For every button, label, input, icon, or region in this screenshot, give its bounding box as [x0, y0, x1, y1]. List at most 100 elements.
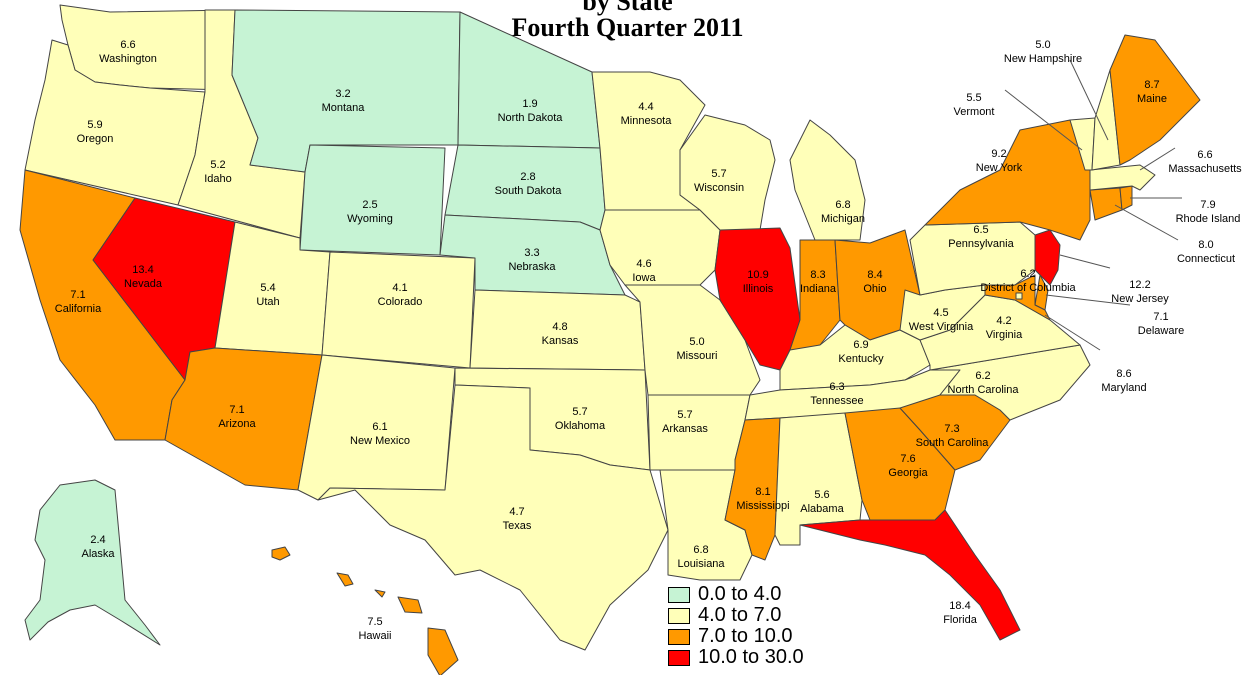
state-name-florida: Florida	[943, 614, 978, 626]
state-name-michigan: Michigan	[821, 213, 865, 225]
state-shape-missouri[interactable]	[624, 284, 761, 396]
legend-swatch	[668, 628, 690, 645]
state-name-hawaii: Hawaii	[358, 630, 391, 642]
state-name-tennessee: Tennessee	[810, 395, 863, 407]
state-name-indiana: Indiana	[800, 283, 837, 295]
state-shape-iowa[interactable]	[599, 209, 721, 286]
leader-line-new-hampshire	[1069, 59, 1109, 141]
legend-item: 7.0 to 10.0	[668, 625, 804, 647]
state-value-delaware: 7.1	[1153, 311, 1168, 323]
state-name-west-virginia: West Virginia	[909, 321, 974, 333]
state-value-new-hampshire: 5.0	[1035, 39, 1050, 51]
state-shape-connecticut[interactable]	[1089, 187, 1123, 221]
state-shape-new-jersey[interactable]	[1034, 229, 1061, 286]
state-value-louisiana: 6.8	[693, 544, 708, 556]
legend-item: 0.0 to 4.0	[668, 583, 804, 605]
leader-line-vermont	[1004, 89, 1083, 151]
state-value-district-of-columbia: 6.2	[1020, 268, 1035, 280]
state-shape-texas[interactable]	[317, 384, 669, 651]
state-shape-new-york[interactable]	[924, 119, 1091, 241]
state-value-minnesota: 4.4	[638, 101, 653, 113]
state-shape-alaska[interactable]	[24, 479, 161, 646]
state-name-pennsylvania: Pennsylvania	[948, 238, 1014, 250]
state-shape-florida[interactable]	[799, 509, 1021, 641]
state-shape-wyoming[interactable]	[299, 144, 446, 256]
state-shapes	[19, 4, 1201, 675]
state-name-maryland: Maryland	[1101, 382, 1146, 394]
state-value-west-virginia: 4.5	[933, 307, 948, 319]
state-name-alabama: Alabama	[800, 503, 844, 515]
state-name-south-dakota: South Dakota	[495, 185, 563, 197]
state-name-north-dakota: North Dakota	[498, 112, 564, 124]
state-shape-wisconsin[interactable]	[679, 114, 776, 231]
legend-swatch	[668, 607, 690, 624]
legend-label: 7.0 to 10.0	[698, 625, 793, 647]
state-shape-indiana[interactable]	[789, 239, 841, 351]
state-shape-district-of-columbia[interactable]	[1015, 292, 1023, 300]
state-value-new-jersey: 12.2	[1129, 279, 1150, 291]
state-name-montana: Montana	[322, 102, 366, 114]
state-name-nevada: Nevada	[124, 278, 163, 290]
state-value-illinois: 10.9	[747, 269, 768, 281]
legend-item: 4.0 to 7.0	[668, 604, 804, 626]
state-shape-michigan[interactable]	[789, 119, 866, 241]
state-name-mississippi: Mississippi	[736, 500, 789, 512]
state-value-washington: 6.6	[120, 39, 135, 51]
state-shape-north-dakota[interactable]	[457, 11, 601, 149]
leader-line-new-jersey	[1059, 254, 1111, 269]
state-name-rhode-island: Rhode Island	[1176, 213, 1241, 225]
state-value-maryland: 8.6	[1116, 368, 1131, 380]
state-name-oklahoma: Oklahoma	[555, 420, 606, 432]
state-value-iowa: 4.6	[636, 258, 651, 270]
state-value-kansas: 4.8	[552, 321, 567, 333]
state-value-wisconsin: 5.7	[711, 168, 726, 180]
state-shape-maine[interactable]	[1109, 34, 1201, 166]
state-value-new-york: 9.2	[991, 148, 1006, 160]
legend-item: 10.0 to 30.0	[668, 646, 804, 668]
leader-line-maryland	[1044, 314, 1101, 351]
state-value-oregon: 5.9	[87, 119, 102, 131]
state-name-district-of-columbia: District of Columbia	[980, 282, 1076, 294]
legend-swatch	[668, 649, 690, 666]
state-value-mississippi: 8.1	[755, 486, 770, 498]
state-labels: 6.6Washington5.9Oregon7.1California13.4N…	[55, 39, 1242, 642]
state-value-south-dakota: 2.8	[520, 171, 535, 183]
state-name-texas: Texas	[503, 520, 532, 532]
state-name-kansas: Kansas	[542, 335, 579, 347]
state-shape-hawaii[interactable]	[271, 546, 459, 675]
state-value-ohio: 8.4	[867, 269, 882, 281]
state-shape-colorado[interactable]	[321, 251, 476, 369]
state-value-utah: 5.4	[260, 282, 275, 294]
state-value-north-carolina: 6.2	[975, 370, 990, 382]
state-name-new-jersey: New Jersey	[1111, 293, 1169, 305]
state-shape-massachusetts[interactable]	[1089, 164, 1156, 191]
state-value-hawaii: 7.5	[367, 616, 382, 628]
state-name-nebraska: Nebraska	[508, 261, 556, 273]
